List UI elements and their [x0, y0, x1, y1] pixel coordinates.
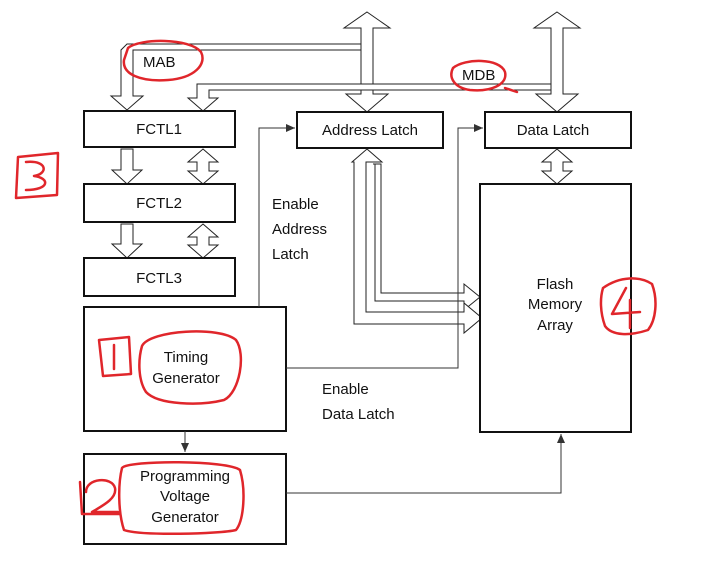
data-latch-array-arrow — [540, 148, 574, 185]
address-array-bus-outer — [350, 148, 483, 335]
timing-generator-line1: Timing — [164, 349, 208, 366]
annotation-number-2 — [78, 479, 122, 516]
mab-bus — [109, 43, 362, 111]
voltage-to-array-wire — [286, 434, 565, 494]
red-annotations — [14, 39, 657, 536]
fctl1-fctl2-down-arrow — [110, 148, 144, 185]
enable-address-latch-line2: Address — [272, 221, 327, 238]
programming-voltage-generator-box — [83, 453, 287, 545]
mab-top-arrow — [342, 11, 392, 113]
mab-highlight-circle — [122, 39, 204, 82]
data-latch-label: Data Latch — [517, 122, 590, 139]
enable-data-latch-line1: Enable — [322, 381, 369, 398]
mdb-highlight-circle — [450, 59, 519, 94]
enable-address-latch-wire — [258, 124, 295, 307]
fctl2-fctl3-down-arrow — [110, 223, 144, 259]
annotation-number-1 — [97, 335, 133, 378]
pvg-highlight-circle — [118, 461, 245, 536]
enable-data-latch-line2: Data Latch — [322, 406, 395, 423]
annotation-number-4 — [599, 277, 657, 336]
fctl1-fctl2-bidir-arrow — [186, 148, 220, 185]
timing-generator-box — [83, 306, 287, 432]
fctl1-label: FCTL1 — [136, 121, 182, 138]
enable-data-latch-wire — [286, 124, 483, 369]
data-latch-box — [484, 111, 632, 149]
fctl2-fctl3-bidir-arrow — [186, 223, 220, 259]
mdb-label: MDB — [462, 67, 495, 84]
enable-address-latch-line1: Enable — [272, 196, 319, 213]
pvg-line3: Generator — [151, 509, 219, 526]
timing-highlight-circle — [138, 330, 243, 405]
pvg-line1: Programming — [140, 468, 230, 485]
fctl2-label: FCTL2 — [136, 195, 182, 212]
address-array-bus-inner — [373, 163, 481, 312]
fctl2-box — [83, 183, 236, 223]
flash-label-line2: Memory — [528, 296, 583, 313]
fctl3-label: FCTL3 — [136, 270, 182, 287]
fctl1-box — [83, 110, 236, 148]
mdb-top-arrow — [532, 11, 582, 113]
flash-label-line3: Array — [537, 317, 573, 334]
flash-label-line1: Flash — [537, 276, 574, 293]
pvg-line2: Voltage — [160, 488, 210, 505]
fctl3-box — [83, 257, 236, 297]
address-latch-box — [296, 111, 444, 149]
enable-address-latch-line3: Latch — [272, 246, 309, 263]
timing-generator-line2: Generator — [152, 370, 220, 387]
flash-memory-array-box — [479, 183, 632, 433]
mab-label: MAB — [143, 54, 176, 71]
annotation-number-3 — [14, 151, 60, 200]
address-latch-label: Address Latch — [322, 122, 418, 139]
mdb-bus — [186, 83, 552, 112]
